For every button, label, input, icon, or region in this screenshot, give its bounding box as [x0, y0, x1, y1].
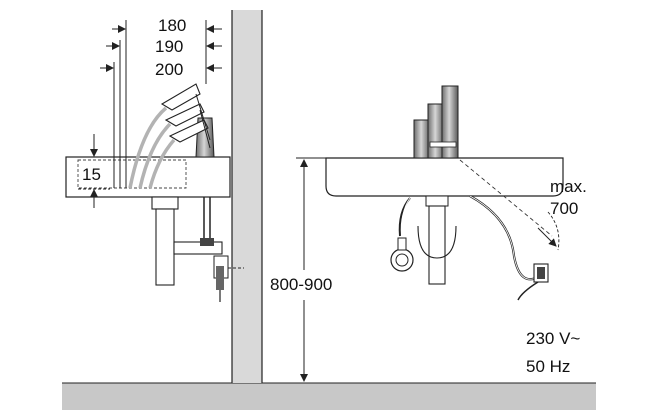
side-view-faucet — [160, 83, 215, 158]
reach-200-label: 200 — [155, 60, 183, 79]
height-range-label: 800-900 — [270, 275, 332, 294]
front-view-valve — [390, 197, 414, 272]
reach-dimensions — [100, 20, 222, 188]
front-view-faucets — [413, 85, 459, 159]
wall — [231, 10, 263, 383]
frequency-label: 50 Hz — [526, 357, 570, 376]
floor — [62, 382, 596, 410]
cable-max-label: max. — [550, 177, 587, 196]
reach-190-label: 190 — [155, 37, 183, 56]
voltage-label: 230 V~ — [526, 329, 580, 348]
front-view-drain — [417, 195, 457, 285]
front-view-basin — [325, 157, 564, 197]
side-view-drain — [151, 196, 223, 286]
reach-180-label: 180 — [158, 16, 186, 35]
cable-length-label: 700 — [550, 199, 578, 218]
power-cable — [459, 159, 560, 301]
side-view-control-unit — [200, 197, 244, 302]
depth-15-label: 15 — [82, 165, 101, 184]
depth-dimension — [78, 134, 110, 208]
power-supply-box — [533, 263, 549, 283]
height-dimension — [296, 157, 326, 382]
water-streams — [128, 106, 176, 189]
